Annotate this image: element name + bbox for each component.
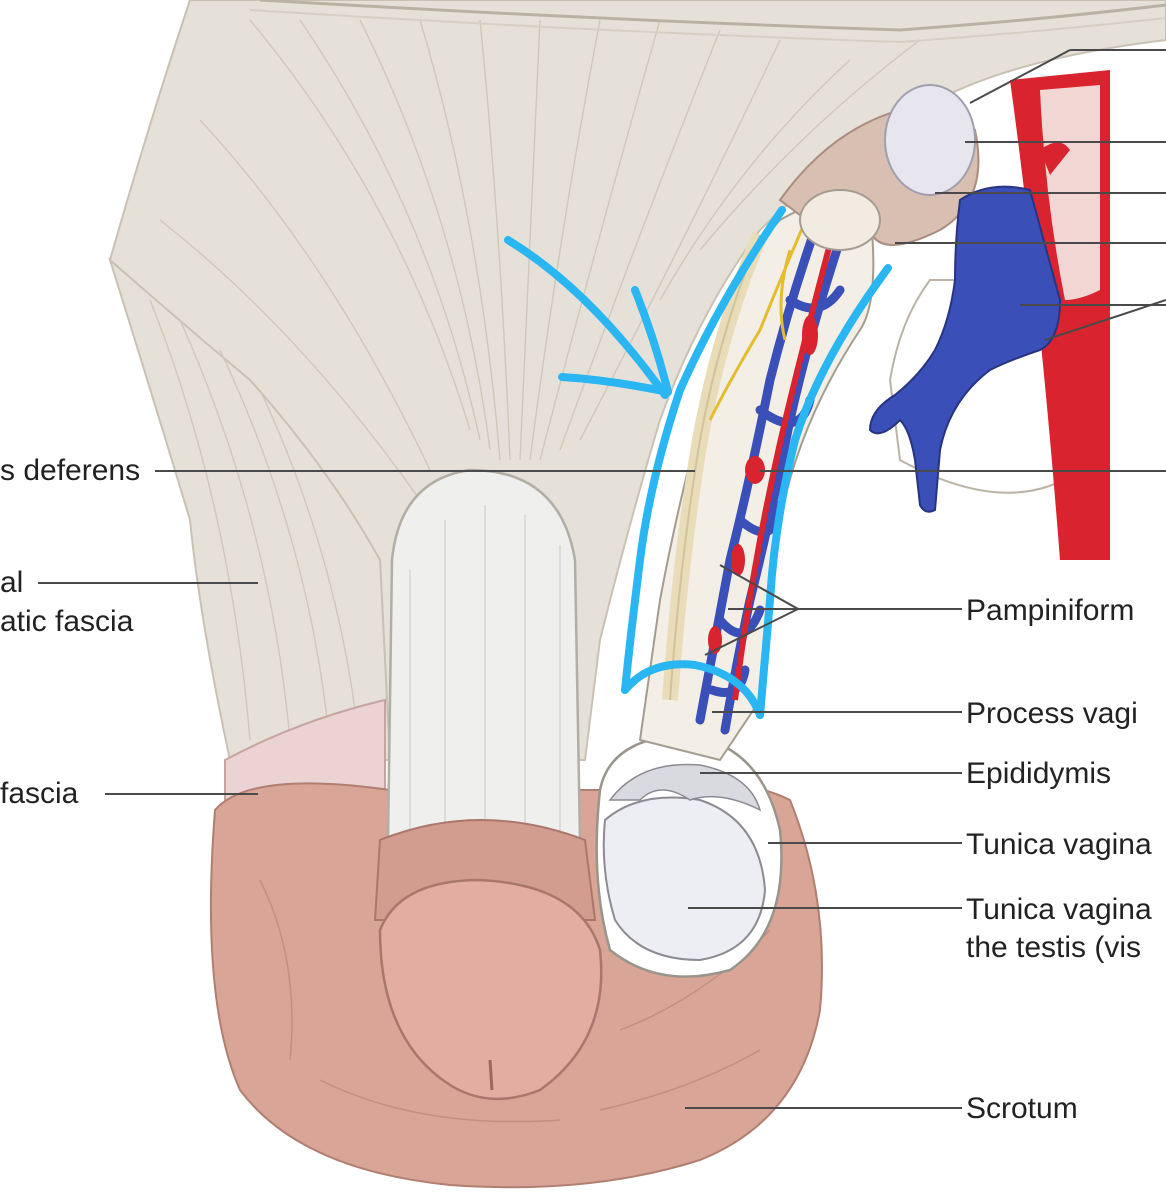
label-scrotum: Scrotum — [966, 1092, 1078, 1125]
label-tunica-vaginalis-parietal: Tunica vagina — [966, 828, 1152, 861]
testis — [595, 733, 783, 978]
genital-nerve — [708, 209, 812, 421]
leader-top-1 — [969, 49, 1071, 104]
annotation-highlight — [504, 206, 892, 719]
label-tunica-vaginalis-visceral-line2: the testis (vis — [966, 931, 1141, 964]
annotation-arrow-shaft — [504, 236, 669, 399]
testicular-artery — [732, 224, 838, 701]
epididymis — [608, 763, 762, 812]
deep-inguinal-ring — [778, 84, 980, 251]
label-pampiniform: Pampiniform — [966, 594, 1134, 627]
label-vas-deferens: s deferens — [0, 454, 140, 487]
label-tunica-vaginalis-visceral-line1: Tunica vagina — [966, 893, 1152, 926]
abdominal-wall-muscle — [108, 0, 1166, 761]
glans — [378, 878, 603, 1101]
penis — [373, 468, 603, 1101]
leader-vessels-b — [1044, 299, 1166, 341]
label-spermatic-fascia-line2: atic fascia — [0, 605, 134, 638]
label-process-vaginalis: Process vagi — [966, 697, 1138, 730]
label-epididymis: Epididymis — [966, 757, 1111, 790]
label-fascia: fascia — [0, 777, 79, 810]
annotation-arrow-head — [558, 286, 672, 396]
label-spermatic-fascia-line1: al — [0, 566, 23, 599]
spermatic-cord — [638, 198, 875, 762]
